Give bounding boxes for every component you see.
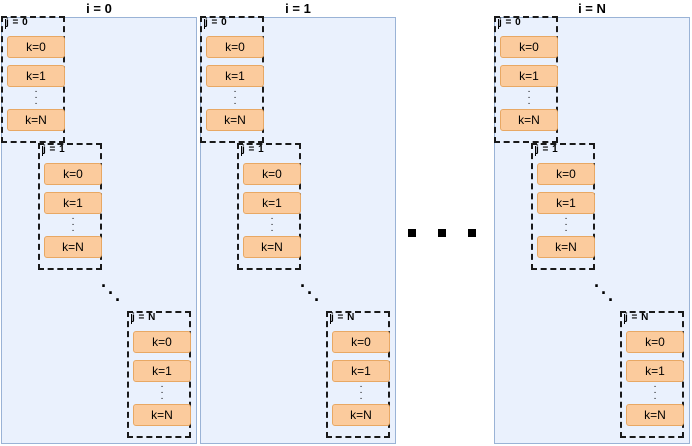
block-title: i = N	[578, 1, 606, 16]
group-label: j = 1	[242, 144, 265, 155]
group-label: j = 1	[536, 144, 559, 155]
group-label: j = N	[132, 312, 156, 323]
k-item: k=1	[133, 360, 191, 382]
group-j: j = N k=0 k=1 k=N···	[127, 311, 191, 438]
k-item: k=N	[243, 236, 301, 258]
k-item: k=N	[133, 404, 191, 426]
k-item: k=1	[537, 192, 595, 214]
k-item: k=N	[332, 404, 390, 426]
group-label-bar	[535, 146, 536, 156]
vertical-ellipsis: ···	[270, 213, 274, 236]
ellipsis-dot	[438, 229, 446, 237]
k-item: k=0	[626, 331, 684, 353]
k-item: k=1	[500, 65, 558, 87]
group-label-bar	[624, 314, 625, 324]
group-label-bar	[131, 314, 132, 324]
k-item: k=N	[44, 236, 102, 258]
k-item: k=0	[332, 331, 390, 353]
group-label: j = 0	[6, 17, 29, 28]
k-item: k=1	[44, 192, 102, 214]
group-label: j = 0	[499, 17, 522, 28]
k-item: k=1	[243, 192, 301, 214]
k-item: k=N	[537, 236, 595, 258]
vertical-ellipsis: ···	[160, 381, 164, 404]
vertical-ellipsis: ···	[71, 213, 75, 236]
ellipsis-dot	[408, 229, 416, 237]
k-item: k=N	[626, 404, 684, 426]
group-label-bar	[330, 314, 331, 324]
k-item: k=N	[7, 109, 65, 131]
group-j: j = N k=0 k=1 k=N···	[620, 311, 684, 438]
group-j: j = 1 k=0 k=1 k=N···	[531, 143, 595, 270]
k-item: k=N	[206, 109, 264, 131]
vertical-ellipsis: ···	[653, 381, 657, 404]
k-item: k=1	[206, 65, 264, 87]
block-title: i = 1	[285, 1, 311, 16]
k-item: k=1	[332, 360, 390, 382]
group-j: j = 1 k=0 k=1 k=N···	[38, 143, 102, 270]
k-item: k=0	[206, 36, 264, 58]
vertical-ellipsis: ···	[359, 381, 363, 404]
group-label-bar	[42, 146, 43, 156]
vertical-ellipsis: ···	[34, 86, 38, 109]
group-j: j = 0 k=0 k=1 k=N···	[1, 16, 65, 143]
group-j: j = 1 k=0 k=1 k=N···	[237, 143, 301, 270]
k-item: k=0	[243, 163, 301, 185]
group-label: j = N	[625, 312, 649, 323]
group-label-bar	[5, 19, 6, 29]
k-item: k=1	[626, 360, 684, 382]
group-label-bar	[204, 19, 205, 29]
group-label: j = 1	[43, 144, 66, 155]
k-item: k=0	[537, 163, 595, 185]
vertical-ellipsis: ···	[564, 213, 568, 236]
vertical-ellipsis: ···	[527, 86, 531, 109]
group-j: j = 0 k=0 k=1 k=N···	[200, 16, 264, 143]
group-j: j = N k=0 k=1 k=N···	[326, 311, 390, 438]
k-item: k=0	[500, 36, 558, 58]
vertical-ellipsis: ···	[233, 86, 237, 109]
k-item: k=1	[7, 65, 65, 87]
ellipsis-dot	[468, 229, 476, 237]
k-item: k=0	[133, 331, 191, 353]
block-title: i = 0	[86, 1, 112, 16]
group-label-bar	[498, 19, 499, 29]
k-item: k=0	[7, 36, 65, 58]
k-item: k=0	[44, 163, 102, 185]
k-item: k=N	[500, 109, 558, 131]
group-label: j = N	[331, 312, 355, 323]
group-j: j = 0 k=0 k=1 k=N···	[494, 16, 558, 143]
group-label-bar	[241, 146, 242, 156]
group-label: j = 0	[205, 17, 228, 28]
